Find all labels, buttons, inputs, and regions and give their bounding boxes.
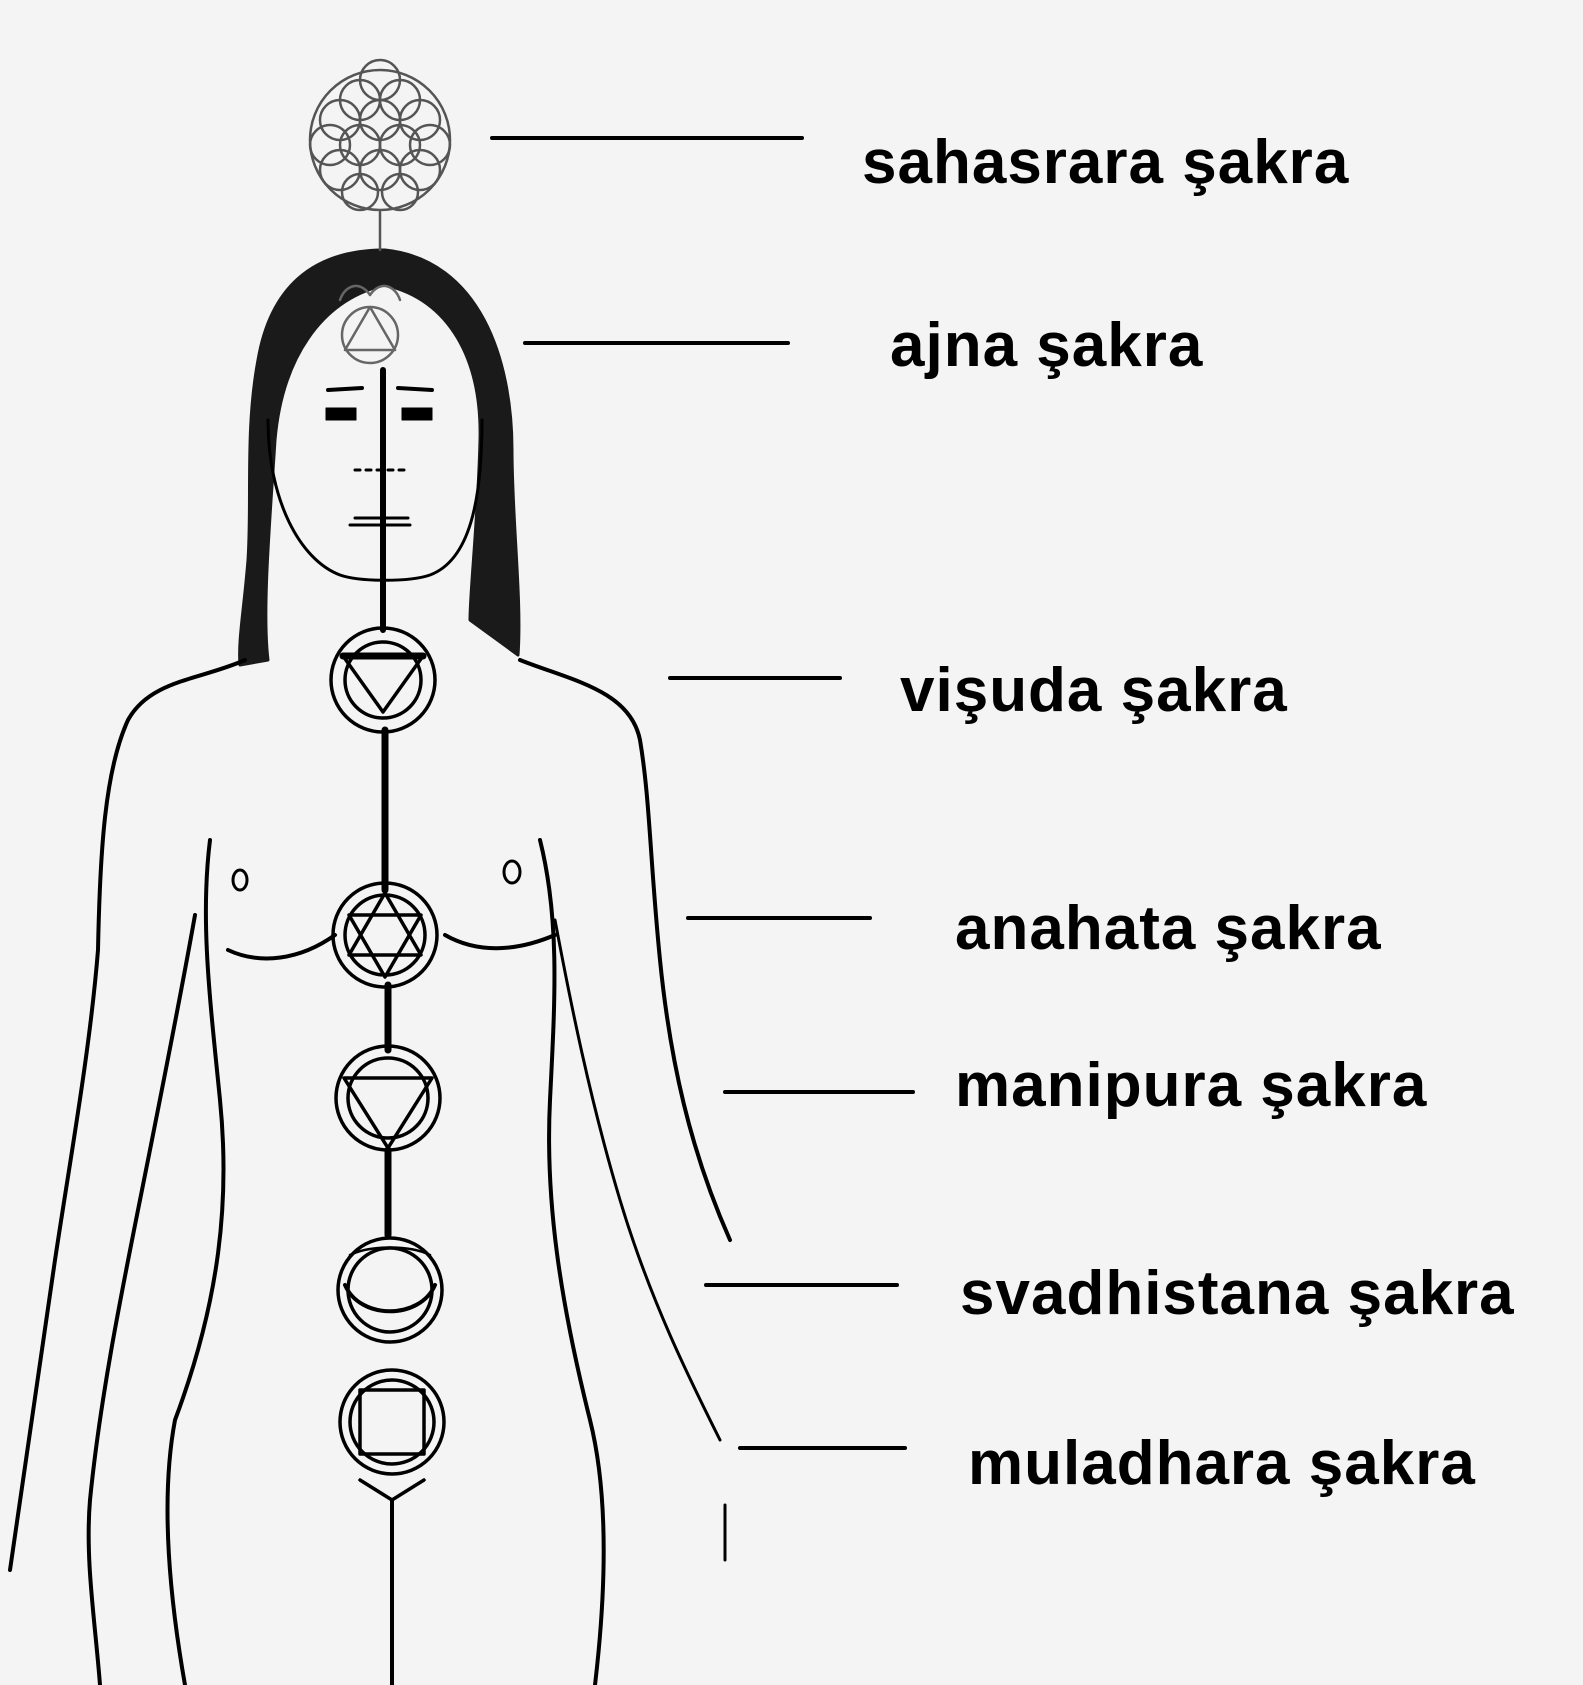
- left-nipple-icon: [233, 870, 247, 890]
- left-eye-icon: [326, 408, 356, 420]
- label-svadhistana: svadhistana şakra: [960, 1263, 1515, 1325]
- svadhistana-symbol-icon: [338, 1238, 442, 1342]
- right-shoulder-arm: [520, 660, 730, 1240]
- chest-line-right: [445, 935, 555, 948]
- right-nipple-icon: [504, 861, 520, 883]
- visuda-symbol-icon: [331, 628, 435, 732]
- anahata-symbol-icon: [333, 883, 437, 987]
- left-waist: [168, 840, 224, 1685]
- sahasrara-symbol-icon: [310, 60, 450, 250]
- label-visuda: vişuda şakra: [900, 660, 1288, 722]
- left-eyebrow-icon: [328, 388, 362, 390]
- chest-line-left: [228, 935, 335, 958]
- label-sahasrara: sahasrara şakra: [862, 132, 1349, 194]
- label-manipura: manipura şakra: [955, 1055, 1427, 1117]
- label-muladhara: muladhara şakra: [968, 1433, 1476, 1495]
- right-eye-icon: [402, 408, 432, 420]
- left-torso-side: [89, 915, 195, 1685]
- muladhara-symbol-icon: [340, 1370, 444, 1500]
- label-ajna: ajna şakra: [890, 315, 1203, 377]
- label-anahata: anahata şakra: [955, 898, 1382, 960]
- right-eyebrow-icon: [398, 388, 432, 390]
- face-outline: [268, 420, 482, 580]
- central-channel-lower: [385, 730, 388, 1235]
- right-torso-side: [540, 840, 604, 1685]
- left-shoulder-arm: [10, 660, 245, 1570]
- right-arm-inner: [555, 920, 720, 1440]
- manipura-symbol-icon: [336, 1046, 440, 1150]
- hair: [240, 250, 519, 665]
